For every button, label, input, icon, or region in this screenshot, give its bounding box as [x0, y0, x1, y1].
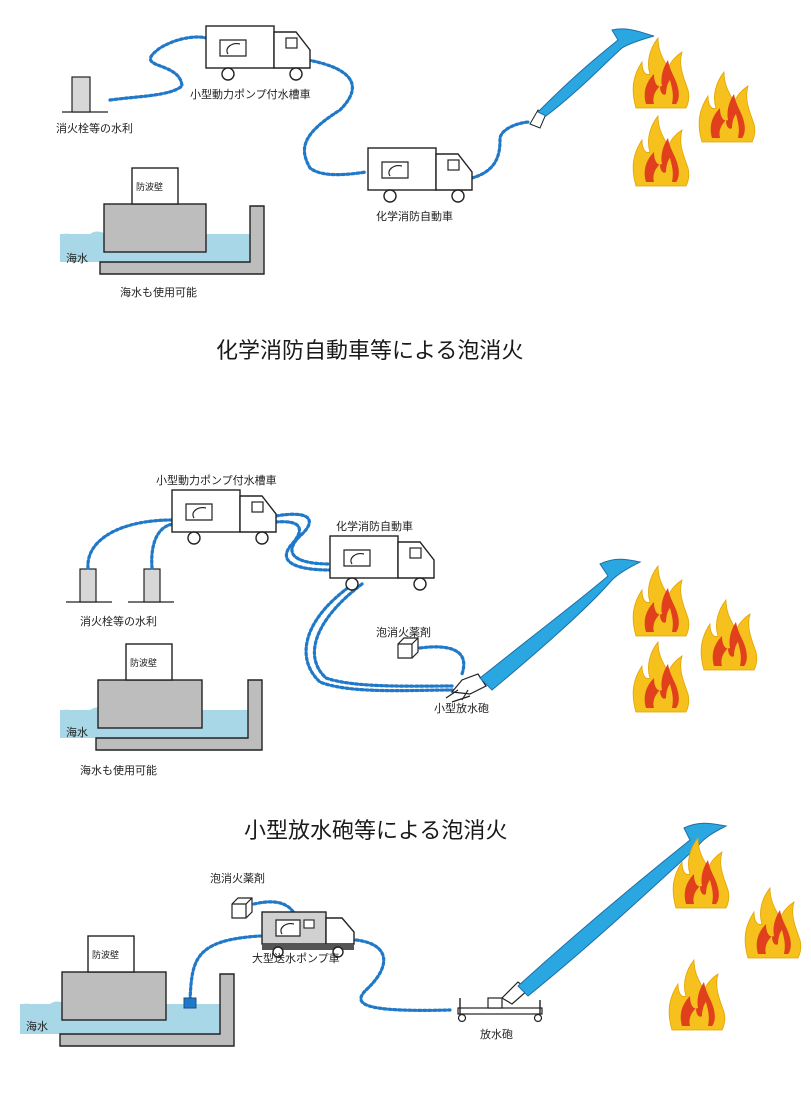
pump-tank-truck-label: 小型動力ポンプ付水槽車: [156, 473, 277, 487]
breakwater-wall: [125, 643, 173, 681]
cannon-label: 放水砲: [480, 1027, 513, 1041]
quay-wall: [99, 205, 265, 275]
hydrant-label: 消火栓等の水利: [56, 121, 133, 135]
fire-icon: [632, 641, 690, 713]
hose-foam-to-cannon: [418, 645, 466, 676]
section1-title: 化学消防自動車等による泡消火: [216, 339, 523, 364]
hose-sea-to-truck: [188, 934, 262, 1002]
seawater-label: 海水: [26, 1019, 48, 1033]
fire-icon: [632, 115, 690, 187]
section2-title: 小型放水砲等による泡消火: [244, 819, 507, 844]
foam-box-icon: [397, 637, 419, 659]
seawater-label: 海水: [66, 251, 88, 265]
hose-hydrant1-to-pump: [86, 518, 174, 570]
breakwater-wall: [131, 167, 179, 205]
hose-hydrant2-to-pump: [150, 522, 176, 570]
fire-icon: [744, 887, 802, 959]
foam-agent-label: 泡消火薬剤: [376, 625, 431, 639]
hose-pump-to-chemical: [302, 58, 368, 177]
pump-tank-truck-icon: [205, 25, 311, 81]
small-cannon-label: 小型放水砲: [434, 701, 489, 715]
foam-agent-label: 泡消火薬剤: [210, 871, 265, 885]
large-pump-truck-label: 大型送水ポンプ車: [252, 951, 340, 965]
hose-chemical-to-nozzle: [470, 120, 532, 180]
breakwater-block: [97, 679, 203, 729]
breakwater-block: [103, 203, 207, 253]
hose-hydrant-to-pump: [108, 35, 208, 102]
breakwater-label: 防波壁: [92, 949, 119, 961]
quay-wall: [95, 679, 263, 751]
fire-icon: [632, 37, 690, 109]
hydrant-icon: [71, 76, 91, 113]
hose-chemical-to-cannon-a: [304, 580, 454, 693]
hose-pump-to-chemical-a: [274, 512, 332, 566]
fire-icon: [632, 565, 690, 637]
foam-jet: [479, 558, 642, 691]
suction-intake: [183, 997, 197, 1009]
breakwater-block: [61, 971, 167, 1021]
water-cannon-icon: [445, 673, 487, 703]
breakwater-label: 防波壁: [136, 181, 163, 193]
foam-jet: [517, 822, 728, 997]
fire-icon: [698, 71, 756, 143]
fire-icon: [700, 599, 758, 671]
section2: 消火栓等の水利 小型動力ポンプ付水槽車 化学消防自動車 泡消火薬剤 小型放水砲: [60, 473, 758, 844]
hose-chemical-to-cannon-b: [312, 582, 454, 688]
hose-pump-to-chemical-b: [274, 520, 332, 572]
foam-jet: [537, 28, 655, 117]
hydrant-label: 消火栓等の水利: [80, 614, 157, 628]
section1: 消火栓等の水利 小型動力ポンプ付水槽車 化学消防自動車 防波壁 海水 海水も使用…: [56, 25, 756, 364]
chemical-truck-icon: [367, 147, 473, 203]
hydrant-icon: [143, 568, 161, 603]
chemical-truck-label: 化学消防自動車: [376, 209, 453, 223]
foam-box-icon: [231, 897, 253, 919]
fire-icon: [668, 959, 726, 1031]
breakwater-wall: [87, 935, 135, 973]
pump-tank-truck-icon: [171, 489, 277, 545]
large-pump-truck-icon: [261, 911, 355, 958]
seawater-usable-label: 海水も使用可能: [80, 763, 157, 777]
quay-wall: [59, 973, 235, 1047]
seawater-label: 海水: [66, 725, 88, 739]
chemical-truck-icon: [329, 535, 435, 591]
section3: 泡消火薬剤 大型送水ポンプ車 放水砲: [20, 822, 802, 1047]
breakwater-label: 防波壁: [130, 657, 157, 669]
pump-tank-truck-label: 小型動力ポンプ付水槽車: [190, 87, 311, 101]
chemical-truck-label: 化学消防自動車: [336, 519, 413, 533]
hose-truck-to-cannon: [354, 938, 452, 1012]
seawater-usable-label: 海水も使用可能: [120, 285, 197, 299]
hydrant-icon: [79, 568, 97, 603]
